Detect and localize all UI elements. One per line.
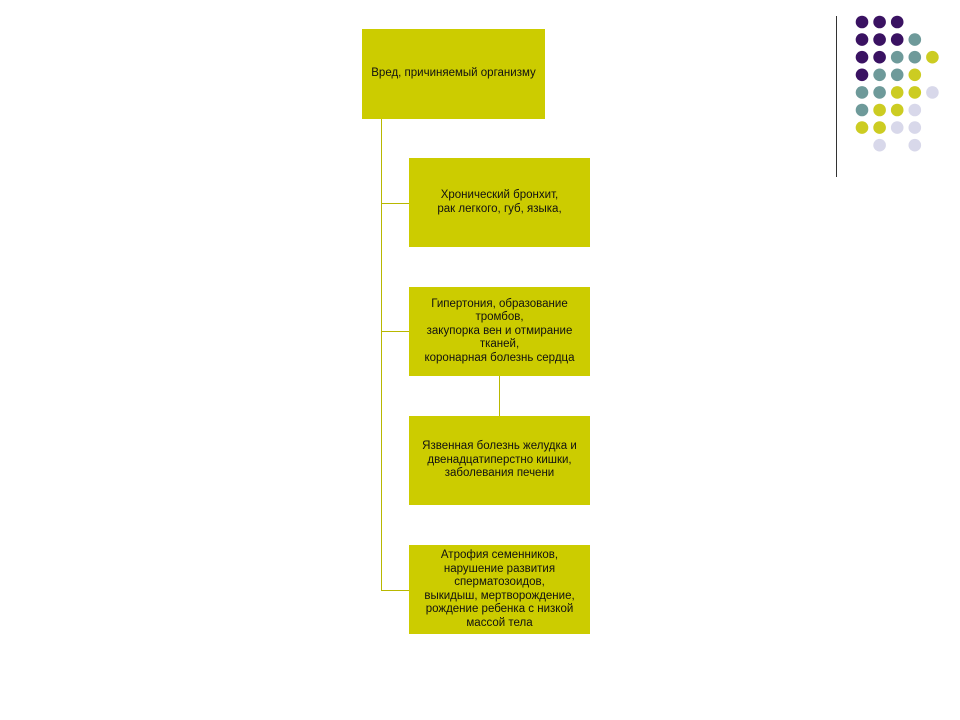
decorative-dot — [873, 50, 886, 64]
decorative-dot — [855, 15, 869, 29]
decorative-dot — [908, 33, 922, 46]
decorative-dot — [908, 68, 922, 82]
decorative-dot — [908, 103, 922, 117]
decorative-dot — [855, 103, 869, 117]
decorative-dot — [873, 68, 886, 82]
harm-node-digestive: Язвенная болезнь желудка и двенадцатипер… — [409, 416, 590, 505]
decorative-dot — [855, 33, 869, 46]
harm-node-label: Гипертония, образование тромбов, закупор… — [424, 297, 575, 364]
connector-branch-2 — [381, 331, 409, 332]
root-node-label: Вред, причиняемый организму — [371, 67, 536, 80]
decorative-dot — [873, 103, 886, 117]
connector-branch-4 — [381, 590, 409, 591]
decorative-dot — [855, 121, 869, 134]
decorative-dot — [908, 50, 922, 64]
decorative-dot — [890, 103, 904, 117]
decorative-dot — [908, 121, 922, 134]
decorative-dot — [855, 68, 869, 82]
harm-node-label: Язвенная болезнь желудка и двенадцатипер… — [422, 440, 577, 480]
decorative-dot — [873, 86, 886, 99]
decorative-dot — [908, 138, 922, 152]
decorative-dot — [855, 86, 869, 99]
decorative-dot — [890, 15, 904, 29]
decorative-dot — [926, 86, 939, 99]
harm-node-respiratory: Хронический бронхит, рак легкого, губ, я… — [409, 158, 590, 247]
decorative-dot — [908, 86, 922, 99]
decorative-dot — [890, 68, 904, 82]
decorative-divider — [836, 16, 837, 177]
decorative-dot — [890, 50, 904, 64]
decorative-dot — [873, 138, 886, 152]
decorative-dot — [890, 121, 904, 134]
decorative-dot — [926, 50, 939, 64]
connector-trunk — [381, 119, 382, 590]
harm-node-label: Хронический бронхит, рак легкого, губ, я… — [437, 189, 562, 215]
harm-node-label: Атрофия семенников, нарушение развития с… — [424, 549, 575, 629]
decorative-dot — [873, 33, 886, 46]
connector-branch-1 — [381, 203, 409, 204]
decorative-dot — [855, 50, 869, 64]
root-node: Вред, причиняемый организму — [362, 29, 545, 119]
decorative-dot — [890, 33, 904, 46]
harm-node-reproductive: Атрофия семенников, нарушение развития с… — [409, 545, 590, 634]
harm-node-cardiovascular: Гипертония, образование тромбов, закупор… — [409, 287, 590, 376]
decorative-dot — [873, 121, 886, 134]
decorative-dot — [873, 15, 886, 29]
connector-link-2-3 — [499, 376, 500, 416]
decorative-dot — [890, 86, 904, 99]
